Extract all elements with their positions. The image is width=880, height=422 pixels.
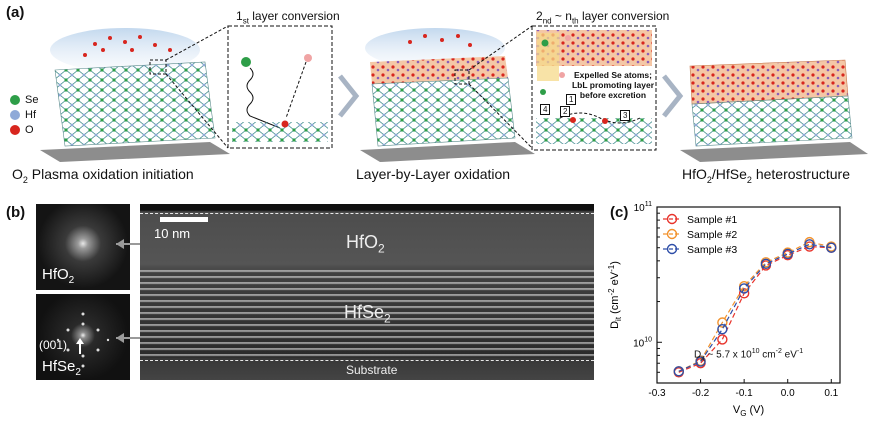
panel-b-label: (b) xyxy=(6,204,26,221)
inset-first-layer xyxy=(165,25,333,149)
data-point xyxy=(738,283,750,294)
x-tick-label: 0.1 xyxy=(824,388,838,399)
step-mark-2: 2 xyxy=(560,106,571,117)
legend-o: O xyxy=(10,124,70,136)
dit-annotation: Dit ~ 5.7 x 1010 cm-2 eV-1 xyxy=(694,348,804,363)
stack-initial xyxy=(40,28,230,162)
fft-hfse2-label: HfSe2 xyxy=(42,358,81,378)
fft-hfo2-label: HfO2 xyxy=(42,266,75,286)
data-point xyxy=(695,356,706,367)
stack-lbl xyxy=(360,28,535,162)
y-tick-label: 1010 xyxy=(633,336,652,349)
interface-line-top xyxy=(140,213,594,214)
inset1-title: 1st layer conversion xyxy=(236,9,340,26)
hf-atom-icon xyxy=(10,110,20,120)
stack-heterostructure xyxy=(680,59,868,162)
legend-hf: Hf xyxy=(10,109,70,121)
fft-spots xyxy=(56,312,110,368)
inset-nth-layer xyxy=(468,25,657,151)
fft-hfse2: (001) HfSe2 xyxy=(36,294,130,380)
fft-arrows xyxy=(116,239,140,343)
x-tick-label: 0.0 xyxy=(781,388,795,399)
step-mark-4: 4 xyxy=(540,104,551,115)
o-atom-icon xyxy=(10,125,20,135)
legend-label-3: Sample #3 xyxy=(687,244,737,256)
panel-a-label: (a) xyxy=(6,4,25,21)
layer-hfo2-label: HfO2 xyxy=(346,232,385,256)
scale-bar xyxy=(160,217,208,222)
data-point xyxy=(782,248,793,260)
step-mark-1: 1 xyxy=(566,94,577,105)
y-axis-label: Dit (cm-2 eV-1) xyxy=(607,261,623,329)
caption-initiation: O2 Plasma oxidation initiation xyxy=(12,166,194,185)
data-point xyxy=(717,317,728,328)
data-point xyxy=(760,258,772,270)
scale-bar-label: 10 nm xyxy=(154,226,191,241)
schematic-illustration xyxy=(40,25,868,162)
data-point xyxy=(804,239,815,250)
legend-se: Se xyxy=(10,94,70,106)
hfse2-fringes xyxy=(140,270,594,358)
panel-c-label: (c) xyxy=(610,204,629,221)
x-axis-label: VG (V) xyxy=(733,404,764,418)
data-point xyxy=(717,334,728,345)
legend-label-1: Sample #1 xyxy=(687,214,737,226)
fft-index-label: (001) xyxy=(39,338,68,352)
caption-lbl: Layer-by-Layer oxidation xyxy=(356,166,511,182)
tem-image: 10 nm HfO2 HfSe2 Substrate xyxy=(140,204,594,380)
layer-substrate-label: Substrate xyxy=(346,363,398,377)
legend-marker-2 xyxy=(666,228,678,240)
legend-o-label: O xyxy=(25,124,34,136)
legend-hf-label: Hf xyxy=(25,109,36,121)
fft-hfo2: HfO2 xyxy=(36,204,130,290)
legend-marker-3 xyxy=(666,243,678,255)
data-point xyxy=(826,242,837,253)
note-line-1: Expelled Se atoms; xyxy=(574,70,652,80)
legend-label-2: Sample #2 xyxy=(687,229,737,241)
inset2-title: 2nd ~ nth layer conversion xyxy=(536,9,670,26)
data-point xyxy=(673,366,684,377)
x-tick-label: -0.1 xyxy=(736,388,754,399)
data-point xyxy=(717,323,728,335)
interface-line-bottom xyxy=(140,360,594,361)
legend-marker-1 xyxy=(666,213,678,225)
step-mark-3: 3 xyxy=(620,110,631,121)
y-tick-label: 1011 xyxy=(634,201,652,214)
plot-frame xyxy=(656,206,841,384)
note-line-2: LbL promoting layer xyxy=(571,80,655,90)
x-tick-label: -0.3 xyxy=(648,388,666,399)
inset2-note: Expelled Se atoms; LbL promoting layer b… xyxy=(570,70,656,100)
layer-hfse2-label: HfSe2 xyxy=(344,302,391,326)
legend-se-label: Se xyxy=(25,94,39,106)
element-legend: Se Hf O xyxy=(10,94,70,136)
dit-chart: -0.3 -0.2 -0.1 0.0 0.1 1010 1011 VG (V) Dit (cm-… xyxy=(607,201,841,418)
caption-heterostructure: HfO2/HfSe2 heterostructure xyxy=(682,166,850,185)
note-line-3: before excretion xyxy=(579,90,647,100)
x-tick-label: -0.2 xyxy=(692,388,710,399)
se-atom-icon xyxy=(10,95,20,105)
